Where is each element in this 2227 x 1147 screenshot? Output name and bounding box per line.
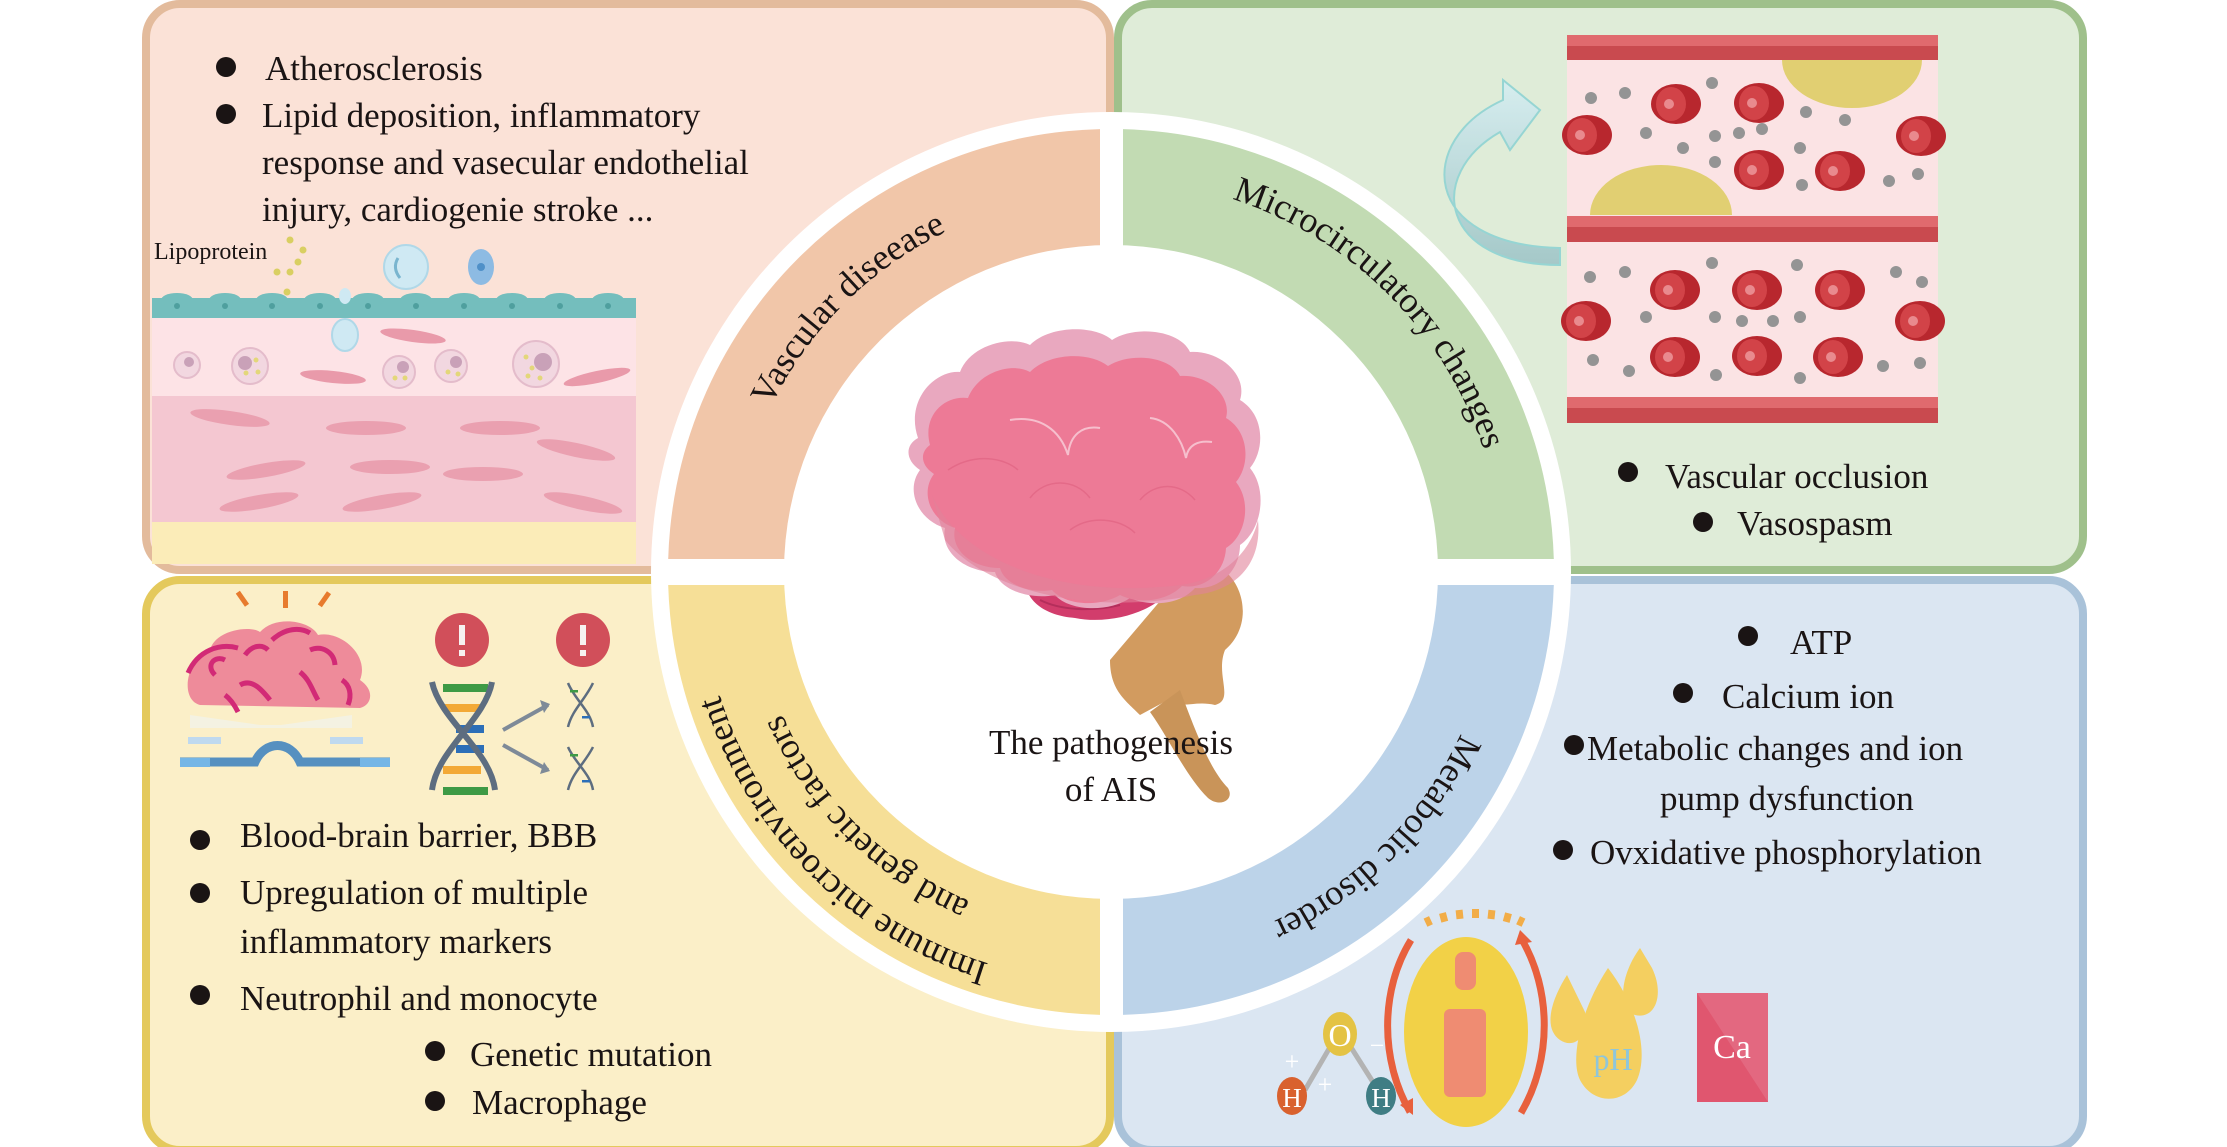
ca-label: Ca [1713,1029,1751,1066]
platelet [1706,77,1718,89]
bullet-metabolic-line2: pump dysfunction [1660,779,1914,818]
platelet [1800,106,1812,118]
artery-wall-illustration: Lipoprotein [152,236,636,564]
bullet-upregulation-line2: inflammatory markers [240,922,552,961]
plaque-icon [1782,60,1922,108]
platelet [1914,357,1926,369]
platelet [1791,259,1803,271]
platelet [1677,142,1689,154]
hydrogen-label: H [1282,1083,1302,1113]
platelet [1619,87,1631,99]
hydrogen-label: H [1371,1083,1391,1113]
platelet [1839,114,1851,126]
immune-bullets: Blood-brain barrier, BBB Upregulation of… [190,816,712,1122]
dna-mutation-icon [429,613,610,795]
center-title-line1: The pathogenesis [989,723,1233,762]
info-cycle-icon [1384,909,1548,1127]
platelet [1794,311,1806,323]
platelet [1890,266,1902,278]
platelet [1912,168,1924,180]
bullet-atherosclerosis: Atherosclerosis [265,49,483,88]
platelets [1584,77,1928,384]
platelet [1736,315,1748,327]
bullet-oxidative-phosphorylation: Ovxidative phosphorylation [1590,833,1982,872]
charge-plus: + [1318,1070,1333,1099]
platelet [1623,365,1635,377]
platelet [1640,127,1652,139]
monocyte-icon [383,244,429,290]
platelet [1710,369,1722,381]
bullet-vasospasm: Vasospasm [1737,504,1893,543]
bullet-genetic-mutation: Genetic mutation [470,1035,712,1074]
bullet-atp: ATP [1790,623,1852,662]
platelet [1796,179,1808,191]
curved-arrow-icon [1443,77,1561,267]
platelet [1709,156,1721,168]
plaque-icon [1590,165,1732,215]
bullet-lipid-line1: Lipid deposition, inflammatory [262,96,701,135]
ph-droplets-icon: pH [1550,948,1658,1099]
center-title-line2: of AIS [1065,770,1157,809]
bullet-upregulation-line1: Upregulation of multiple [240,873,588,912]
platelet [1709,311,1721,323]
bullet-vascular-occlusion: Vascular occlusion [1665,457,1928,496]
bullet-lipid-line2: response and vasecular endothelial [262,143,749,182]
bullet-calcium-ion: Calcium ion [1722,677,1894,716]
bullet-neutrophil: Neutrophil and monocyte [240,979,598,1018]
water-molecule-icon: O H H + + − [1277,1012,1396,1115]
platelet [1877,360,1889,372]
micro-bullets: Vascular occlusion Vasospasm [1618,457,1928,543]
charge-minus: − [1370,1031,1385,1060]
lipoprotein-label: Lipoprotein [154,239,267,265]
platelet [1619,266,1631,278]
blood-vessel-illustration [1561,35,1946,423]
bullet-dot [216,57,236,77]
platelet [1794,372,1806,384]
platelet [1883,175,1895,187]
vascular-bullets: Atherosclerosis Lipid deposition, inflam… [216,49,749,229]
platelet [1756,123,1768,135]
platelet [1640,311,1652,323]
charge-plus: + [1285,1047,1300,1076]
platelet [1706,257,1718,269]
bullet-lipid-line3: injury, cardiogenie stroke ... [262,190,653,229]
platelet [1587,354,1599,366]
oxygen-label: O [1328,1017,1351,1053]
platelet [1709,130,1721,142]
bullet-dot [216,104,236,124]
ph-label: pH [1593,1041,1632,1077]
bullet-bbb: Blood-brain barrier, BBB [240,816,597,855]
endothelial-cells [161,293,624,307]
bullet-macrophage: Macrophage [472,1083,647,1122]
red-blood-cells [1561,83,1946,377]
foam-cells [173,340,560,389]
platelet [1585,92,1597,104]
bullet-metabolic-line1: Metabolic changes and ion [1587,729,1963,768]
platelet [1584,271,1596,283]
metabolic-bullets: ATP Calcium ion Metabolic changes and io… [1553,623,1982,872]
platelet [1733,127,1745,139]
platelet [1794,142,1806,154]
brain-icon [908,329,1261,803]
brain-damage-icon [180,590,390,767]
calcium-element-icon: Ca [1697,993,1768,1102]
adventitia-layer [152,522,636,564]
platelet [1916,276,1928,288]
platelet [1767,315,1779,327]
